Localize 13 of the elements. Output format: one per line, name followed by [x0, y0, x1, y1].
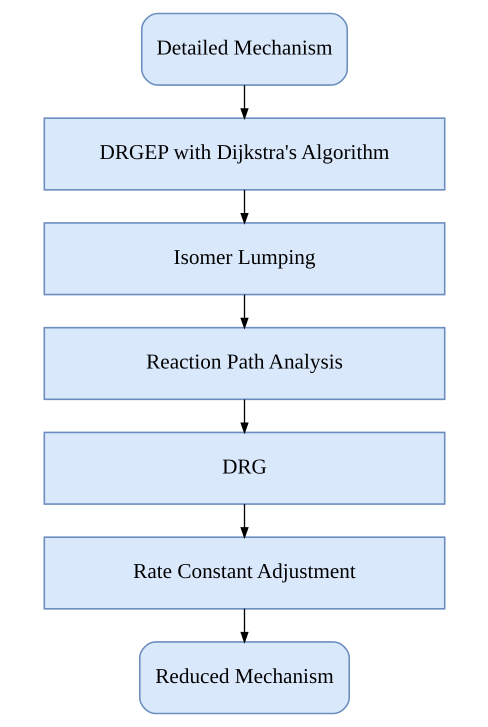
arrow — [240, 608, 248, 644]
node-box: Reduced Mechanism — [138, 641, 350, 714]
arrow — [240, 294, 248, 330]
arrow — [240, 85, 248, 120]
node-box: Reaction Path Analysis — [43, 326, 445, 400]
node-box: Rate Constant Adjustment — [43, 536, 445, 610]
node-box: DRG — [43, 432, 445, 505]
arrow — [240, 399, 248, 434]
node-box: Detailed Mechanism — [140, 12, 348, 86]
node-box: Isomer Lumping — [43, 222, 445, 296]
node-box: DRGEP with Dijkstra's Algorithm — [43, 117, 445, 191]
arrow — [240, 504, 248, 540]
arrow — [240, 190, 248, 225]
